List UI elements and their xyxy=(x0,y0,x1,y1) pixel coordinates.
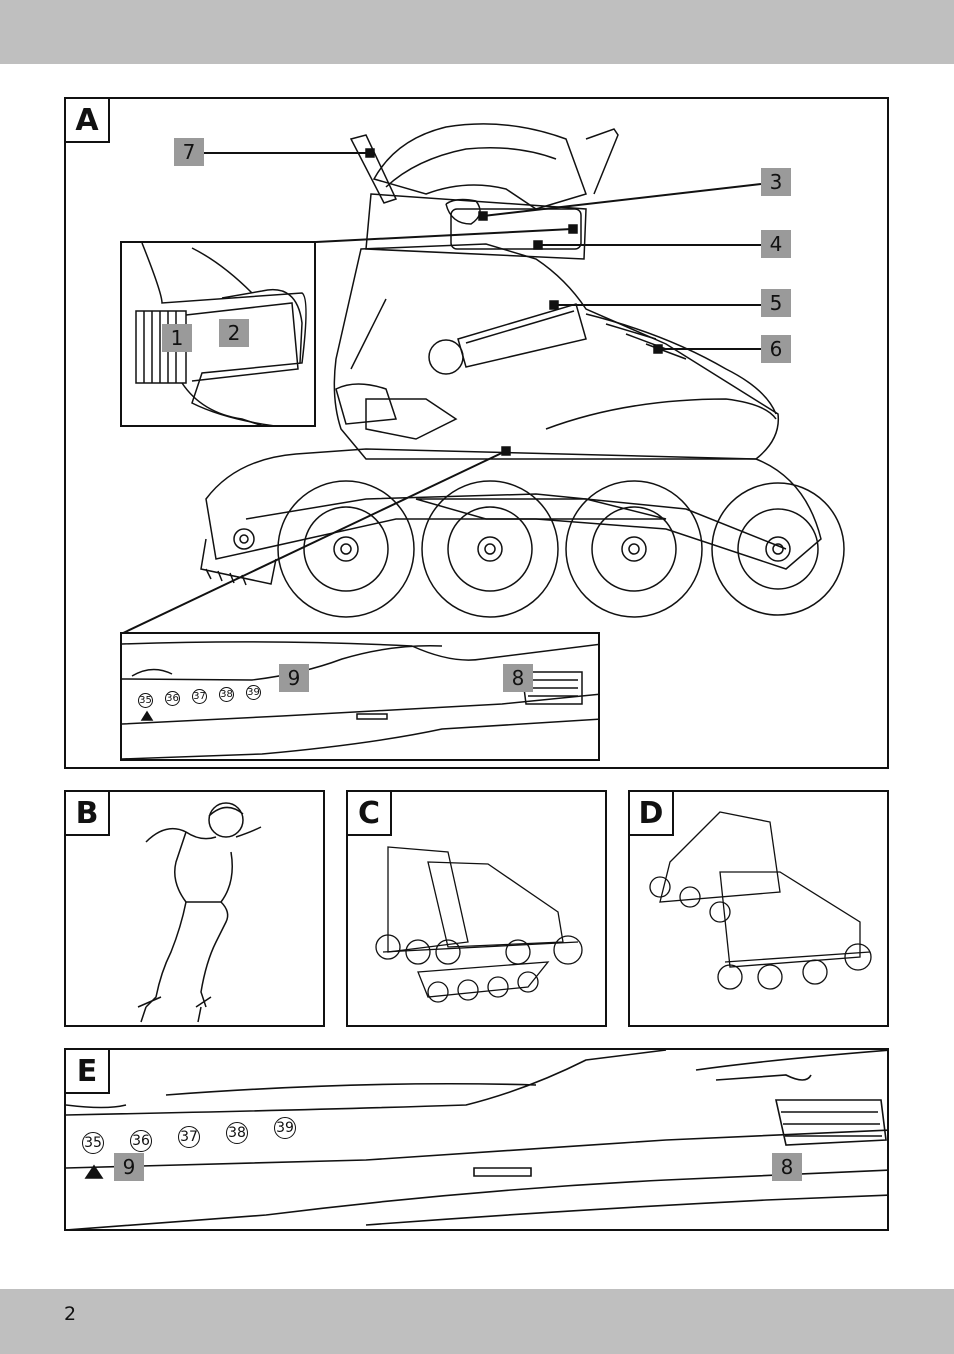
callout-5: 5 xyxy=(761,289,791,317)
figure-d-label: D xyxy=(630,792,674,836)
figure-c: C xyxy=(346,790,607,1027)
inline-skate-drawing xyxy=(120,123,845,635)
skates-pair-side-view xyxy=(649,811,872,990)
figure-e-label: E xyxy=(66,1050,110,1094)
size-mark-39: 39 xyxy=(274,1117,296,1139)
size-mark-36: 36 xyxy=(130,1130,152,1152)
size-scale-inset: 35 36 37 38 39 xyxy=(120,632,600,761)
skates-pair-front-view xyxy=(375,846,583,1003)
footer-bar xyxy=(0,1289,954,1354)
callout-6: 6 xyxy=(761,335,791,363)
size-mark-37: 37 xyxy=(178,1126,200,1148)
size-mark-39: 39 xyxy=(246,685,261,700)
page-number: 2 xyxy=(64,1303,77,1325)
skater-posture-drawing xyxy=(137,802,262,1023)
callout-9: 9 xyxy=(279,664,309,692)
header-bar xyxy=(0,0,954,64)
callout-8: 8 xyxy=(772,1153,802,1181)
callout-8: 8 xyxy=(503,664,533,692)
figure-d: D xyxy=(628,790,889,1027)
callout-1: 1 xyxy=(162,324,192,352)
figure-b: B xyxy=(64,790,325,1027)
figure-a-label: A xyxy=(66,99,110,143)
size-mark-35: 35 xyxy=(82,1132,104,1154)
callout-2: 2 xyxy=(219,319,249,347)
callout-9: 9 xyxy=(114,1153,144,1181)
figure-c-label: C xyxy=(348,792,392,836)
size-scale-closeup xyxy=(66,1050,887,1229)
callout-3: 3 xyxy=(761,168,791,196)
figure-b-label: B xyxy=(66,792,110,836)
callout-4: 4 xyxy=(761,230,791,258)
size-mark-38: 38 xyxy=(226,1122,248,1144)
size-mark-38: 38 xyxy=(219,687,234,702)
figure-a: A xyxy=(64,97,889,769)
size-mark-37: 37 xyxy=(192,689,207,704)
size-mark-35: 35 xyxy=(138,693,153,708)
size-mark-36: 36 xyxy=(165,691,180,706)
callout-7: 7 xyxy=(174,138,204,166)
buckle-detail-inset xyxy=(120,241,316,427)
figure-e: E 35 36 37 38 39 9 8 xyxy=(64,1048,889,1231)
